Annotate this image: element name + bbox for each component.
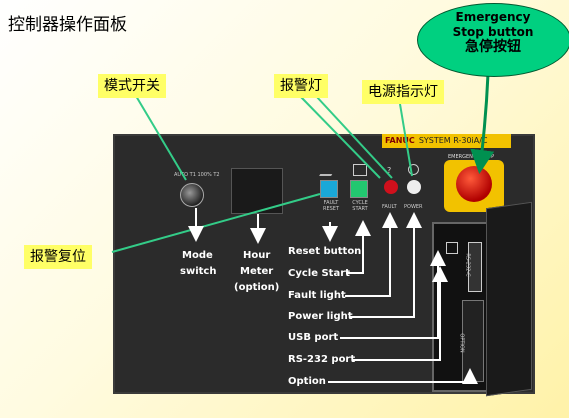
hour-label: Hour xyxy=(243,250,271,261)
estop-callout-text: Emergency Stop button 急停按钮 xyxy=(417,10,569,55)
power-panel-label: POWER xyxy=(404,204,423,210)
mode-switch-knob[interactable] xyxy=(180,183,204,207)
hour-meter-option-label: (option) xyxy=(234,282,280,293)
reset-button-label: Reset button xyxy=(288,246,362,257)
usb-port-slot[interactable] xyxy=(446,242,458,254)
fault-reset-button[interactable] xyxy=(320,180,338,198)
fanuc-logo: FANUC xyxy=(385,136,415,145)
mode-switch-callout: 模式开关 xyxy=(98,74,166,98)
estop-en-line2: Stop button xyxy=(452,25,534,39)
meter-label: Meter xyxy=(240,266,274,277)
fault-reset-panel-label: FAULT RESET xyxy=(322,200,340,212)
power-indicator-callout: 电源指示灯 xyxy=(362,80,444,104)
option-label: Option xyxy=(288,376,326,387)
fault-light-label: Fault light xyxy=(288,290,346,301)
switch-label: switch xyxy=(180,266,217,277)
fault-lamp xyxy=(384,180,398,194)
estop-callout-ellipse xyxy=(417,3,569,77)
cycle-start-icon xyxy=(353,164,367,176)
cycle-start-button[interactable] xyxy=(350,180,368,198)
fault-panel-label: FAULT xyxy=(382,204,397,210)
estop-en-line1: Emergency xyxy=(455,10,531,24)
rs232-port-slot[interactable] xyxy=(468,242,482,292)
power-icon xyxy=(408,164,419,175)
fault-question-icon: ? xyxy=(387,166,392,175)
system-label: SYSTEM R-30iA/C xyxy=(418,136,488,145)
power-light-label: Power light xyxy=(288,311,353,322)
mode-label: Mode xyxy=(182,250,213,261)
power-lamp xyxy=(407,180,421,194)
page-title: 控制器操作面板 xyxy=(8,15,127,35)
estop-cn: 急停按钮 xyxy=(465,39,521,55)
mode-dial-markings: AUTO T1 100% T2 xyxy=(174,172,220,178)
cycle-start-panel-label: CYCLE START xyxy=(352,200,368,212)
alarm-reset-callout: 报警复位 xyxy=(24,245,92,269)
alarm-light-callout: 报警灯 xyxy=(274,74,328,98)
rs232-port-label: RS-232 port xyxy=(288,354,356,365)
cycle-start-label: Cycle Start xyxy=(288,268,350,279)
usb-port-label: USB port xyxy=(288,332,339,343)
